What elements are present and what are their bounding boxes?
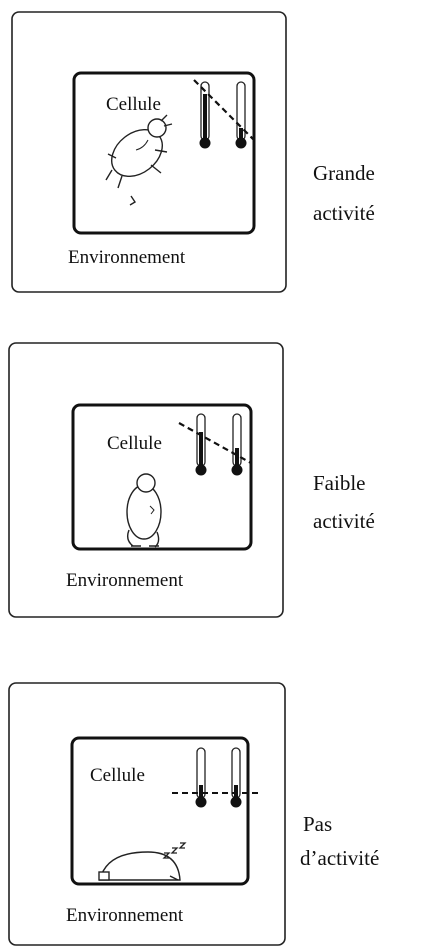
cell-label: Cellule [106, 94, 161, 115]
cell-label: Cellule [90, 765, 145, 786]
environment-box [8, 342, 284, 618]
running-animal-icon [105, 114, 173, 206]
environment-label: Environnement [66, 905, 184, 926]
activity-label-line1: Faible [313, 471, 366, 495]
activity-label-line1: Pas [303, 812, 332, 836]
sleep-zzz-icon [162, 842, 187, 859]
environment-thermometer-icon [235, 81, 247, 149]
activity-label-line1: Grande [313, 161, 375, 185]
panel-low-activity: Cellule Environnement Faible activité [8, 342, 375, 618]
cell-thermometer-icon [199, 81, 211, 149]
environment-box [11, 11, 287, 293]
sleeping-animal-icon [98, 851, 181, 881]
environment-thermometer-icon [230, 747, 242, 808]
panel-high-activity: Cellule Environnement Grande activité [11, 11, 375, 293]
cell-box [70, 736, 250, 886]
environment-label: Environnement [68, 247, 186, 268]
cell-box [71, 403, 253, 551]
activity-label-line2: activité [313, 201, 375, 225]
activity-label-line2: activité [313, 509, 375, 533]
panel-no-activity: Cellule Environnement Pas d’activité [8, 682, 379, 946]
environment-label: Environnement [66, 570, 184, 591]
cell-label: Cellule [107, 433, 162, 454]
environment-thermometer-icon [231, 413, 243, 476]
cell-thermometer-icon [195, 747, 207, 808]
temperature-gradient-line [193, 79, 258, 144]
environment-box [8, 682, 286, 946]
cell-box [72, 71, 256, 235]
standing-animal-icon [126, 473, 162, 548]
cell-thermometer-icon [195, 413, 207, 476]
temperature-gradient-line [178, 422, 252, 464]
activity-label-line2: d’activité [300, 846, 379, 870]
